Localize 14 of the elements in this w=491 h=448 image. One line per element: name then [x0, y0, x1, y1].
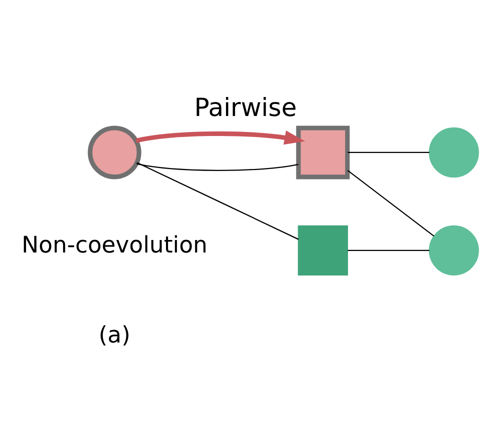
node-circle	[88, 125, 142, 179]
node-circle	[428, 224, 479, 275]
connector	[348, 249, 430, 250]
connector	[348, 151, 430, 153]
node-box	[296, 125, 350, 179]
connector	[347, 169, 434, 236]
node-circle	[428, 126, 479, 178]
arrow	[136, 130, 306, 144]
connector	[136, 162, 299, 240]
diagram-title: Pairwise	[194, 92, 297, 122]
label: Non-coevolution	[22, 232, 208, 258]
connector	[136, 162, 298, 170]
node-box	[298, 224, 348, 275]
label: (a)	[98, 322, 130, 348]
